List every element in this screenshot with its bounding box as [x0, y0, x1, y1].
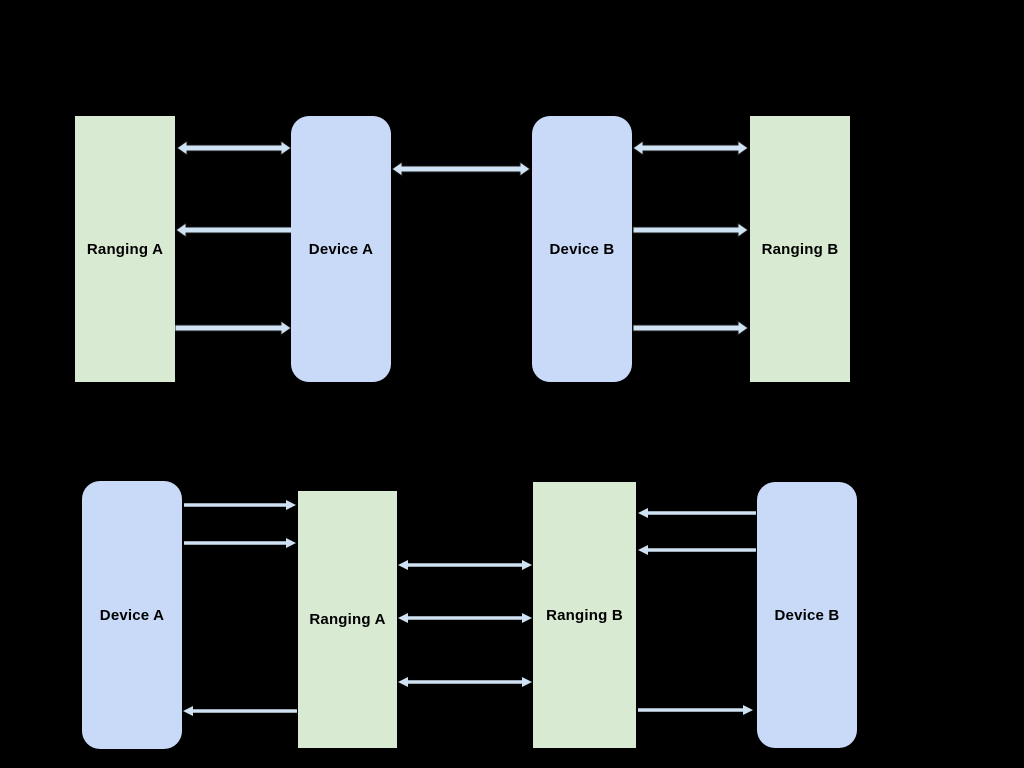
arrow-ranging-a-ranging-b-bidirectional-3	[398, 677, 532, 687]
bottom-device-a-box-label: Device A	[99, 606, 165, 624]
bottom-device-b-box-label: Device B	[774, 606, 840, 624]
arrow-device-b-to-ranging-b-1	[638, 508, 756, 518]
arrow-ranging-a-device-a-bidirectional	[176, 140, 292, 156]
top-device-a-box: Device A	[291, 116, 391, 382]
arrow-device-b-to-ranging-b-low	[632, 320, 749, 336]
arrow-device-a-to-ranging-a-2	[184, 538, 296, 548]
top-device-b-box-label: Device B	[549, 240, 615, 258]
bottom-ranging-b-box: Ranging B	[533, 482, 636, 748]
bottom-ranging-b-box-label: Ranging B	[546, 606, 623, 624]
bottom-device-b-box: Device B	[757, 482, 857, 748]
arrow-device-a-device-b-bidirectional	[391, 161, 531, 177]
top-ranging-b-box: Ranging B	[750, 116, 850, 382]
top-ranging-a-box-label: Ranging A	[86, 240, 164, 258]
arrow-device-b-to-ranging-b-2	[638, 545, 756, 555]
arrow-device-a-to-ranging-a	[175, 222, 293, 238]
arrow-device-b-ranging-b-bidirectional	[632, 140, 749, 156]
top-device-a-box-label: Device A	[308, 240, 374, 258]
bottom-ranging-a-box: Ranging A	[298, 491, 397, 748]
arrow-device-a-to-ranging-a-1	[184, 500, 296, 510]
top-ranging-b-box-label: Ranging B	[761, 240, 839, 258]
arrow-ranging-a-to-device-a	[183, 706, 297, 716]
arrow-device-b-to-ranging-b-mid	[632, 222, 749, 238]
arrow-ranging-a-ranging-b-bidirectional-1	[398, 560, 532, 570]
bottom-device-a-box: Device A	[82, 481, 182, 749]
top-ranging-a-box: Ranging A	[75, 116, 175, 382]
arrow-ranging-a-ranging-b-bidirectional-2	[398, 613, 532, 623]
arrow-ranging-b-to-device-b	[638, 705, 753, 715]
top-device-b-box: Device B	[532, 116, 632, 382]
arrow-ranging-a-to-device-a	[174, 320, 292, 336]
bottom-ranging-a-box-label: Ranging A	[309, 611, 386, 628]
